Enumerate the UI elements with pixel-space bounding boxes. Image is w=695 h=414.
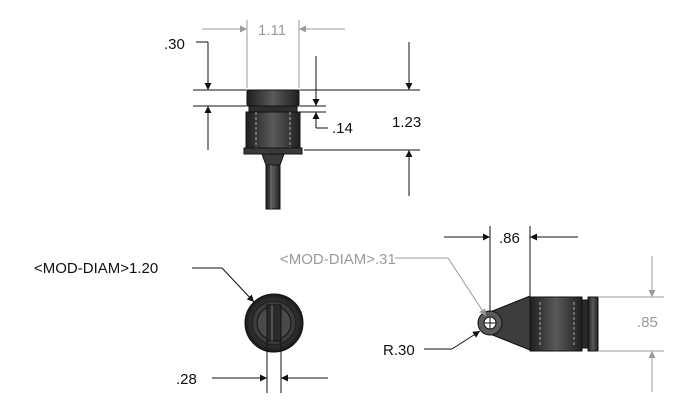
dim-top-overall-height: 1.23: [392, 114, 421, 131]
dim-top-width: 1.11: [258, 22, 286, 39]
side-view: <MOD-DIAM>.31 .86 .85 R.30: [280, 226, 664, 392]
dim-side-length: .86: [499, 230, 520, 247]
dim-side-height: .85: [637, 314, 658, 331]
shaft: [265, 164, 281, 210]
side-body: [529, 296, 583, 352]
main-body: [245, 111, 301, 151]
dim-bottom-mod-diam: <MOD-DIAM>1.20: [34, 260, 158, 277]
top-view: 1.11 .30 .14 1.23: [164, 20, 421, 210]
bottom-view: <MOD-DIAM>1.20 .28: [34, 260, 328, 393]
dim-side-radius: R.30: [383, 342, 415, 359]
dim-top-cap-height: .30: [164, 36, 185, 53]
cap-ring: [246, 89, 300, 107]
groove: [248, 105, 298, 113]
dim-bottom-shaft-width: .28: [176, 371, 197, 388]
dim-top-groove: .14: [332, 120, 353, 137]
dim-side-mod-diam: <MOD-DIAM>.31: [280, 251, 396, 268]
